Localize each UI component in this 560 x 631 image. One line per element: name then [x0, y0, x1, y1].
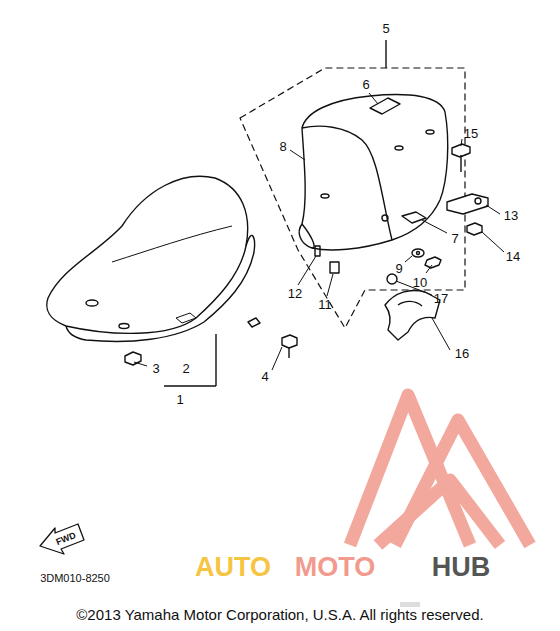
front-seat [47, 176, 260, 386]
rear-seat [299, 95, 447, 250]
callout-number: 16 [455, 347, 469, 360]
leader-line [385, 40, 386, 68]
callout-number: 15 [464, 127, 478, 140]
forward-arrow [40, 524, 84, 554]
callout-number: 10 [413, 276, 427, 289]
group-outline [240, 68, 465, 328]
figure-code: 3DM010-8250 [40, 573, 110, 584]
callout-number: 6 [362, 78, 369, 91]
callout-number: 8 [279, 140, 286, 153]
watermark-logo [350, 395, 530, 545]
copyright-note: ©2013 Yamaha Motor Corporation, U.S.A. A… [76, 607, 483, 622]
watermark-text: MOTO [295, 554, 376, 581]
callout-number: 5 [382, 22, 389, 35]
leader-lines [134, 93, 504, 370]
hardware [125, 144, 488, 365]
callout-number: 2 [182, 362, 189, 375]
callout-number: 3 [152, 362, 159, 375]
callout-number: 7 [451, 232, 458, 245]
watermark-text: AUTO [195, 554, 271, 581]
callout-number: 11 [318, 298, 332, 311]
callout-number: 13 [504, 209, 518, 222]
callout-number: 17 [434, 292, 448, 305]
callout-number: 1 [176, 393, 183, 406]
watermark-text: HUB [432, 554, 491, 581]
callout-number: 9 [395, 262, 402, 275]
callout-number: 4 [261, 370, 268, 383]
callout-number: 12 [288, 287, 302, 300]
callout-number: 14 [506, 250, 520, 263]
